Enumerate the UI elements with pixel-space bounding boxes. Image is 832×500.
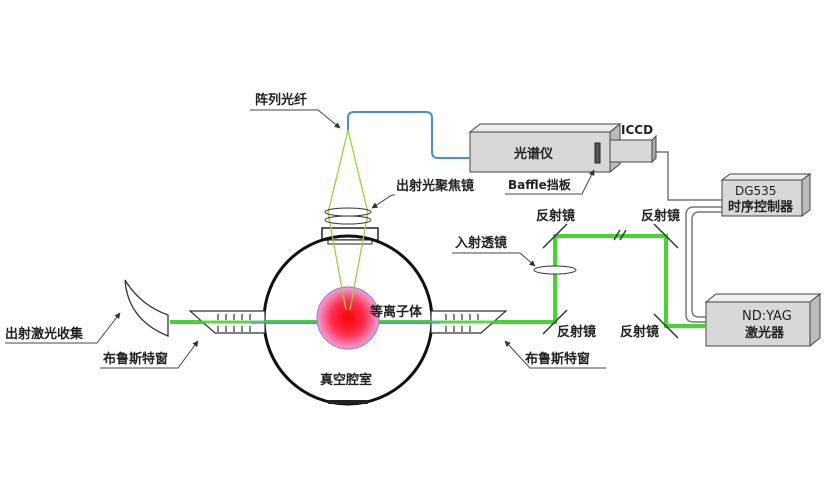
collection-cone bbox=[327, 129, 369, 311]
label-baffle: Baffle挡板 bbox=[508, 177, 572, 192]
label-mirror-1: 反射镜 bbox=[536, 208, 575, 224]
label-mirror-3: 反射镜 bbox=[557, 324, 596, 340]
leader-lines bbox=[5, 109, 606, 369]
label-timing-controller: 时序控制器 bbox=[728, 199, 794, 215]
spectrometer bbox=[468, 122, 657, 174]
label-vacuum-chamber: 真空腔室 bbox=[320, 372, 372, 388]
iccd-camera bbox=[609, 139, 653, 163]
label-brewster-right: 布鲁斯特窗 bbox=[525, 351, 590, 367]
incident-lens bbox=[533, 265, 577, 275]
label-iccd: ICCD bbox=[621, 123, 653, 137]
label-brewster-left: 布鲁斯特窗 bbox=[103, 351, 168, 367]
label-fiber-array: 阵列光纤 bbox=[255, 92, 307, 108]
label-spectrometer: 光谱仪 bbox=[513, 146, 554, 162]
label-dg535: DG535 bbox=[735, 184, 776, 198]
label-incident-lens: 入射透镜 bbox=[455, 235, 507, 251]
cables bbox=[655, 151, 722, 323]
label-laser-collector: 出射激光收集 bbox=[5, 326, 84, 342]
mirrors bbox=[542, 223, 679, 339]
label-focusing-lens: 出射光聚焦镜 bbox=[396, 178, 474, 194]
label-ndyag: ND:YAG bbox=[742, 309, 792, 324]
optical-fiber bbox=[347, 111, 470, 159]
break-mark bbox=[613, 229, 627, 241]
label-mirror-4: 反射镜 bbox=[620, 324, 659, 340]
plasma bbox=[316, 286, 380, 350]
label-laser: 激光器 bbox=[745, 325, 785, 341]
baffle-slot bbox=[594, 142, 601, 164]
laser-collector bbox=[124, 279, 169, 337]
label-plasma: 等离子体 bbox=[369, 304, 423, 320]
focusing-lens bbox=[324, 207, 372, 225]
ndyag-box bbox=[704, 292, 822, 348]
label-mirror-2: 反射镜 bbox=[641, 208, 680, 224]
dg535-box bbox=[720, 173, 812, 217]
